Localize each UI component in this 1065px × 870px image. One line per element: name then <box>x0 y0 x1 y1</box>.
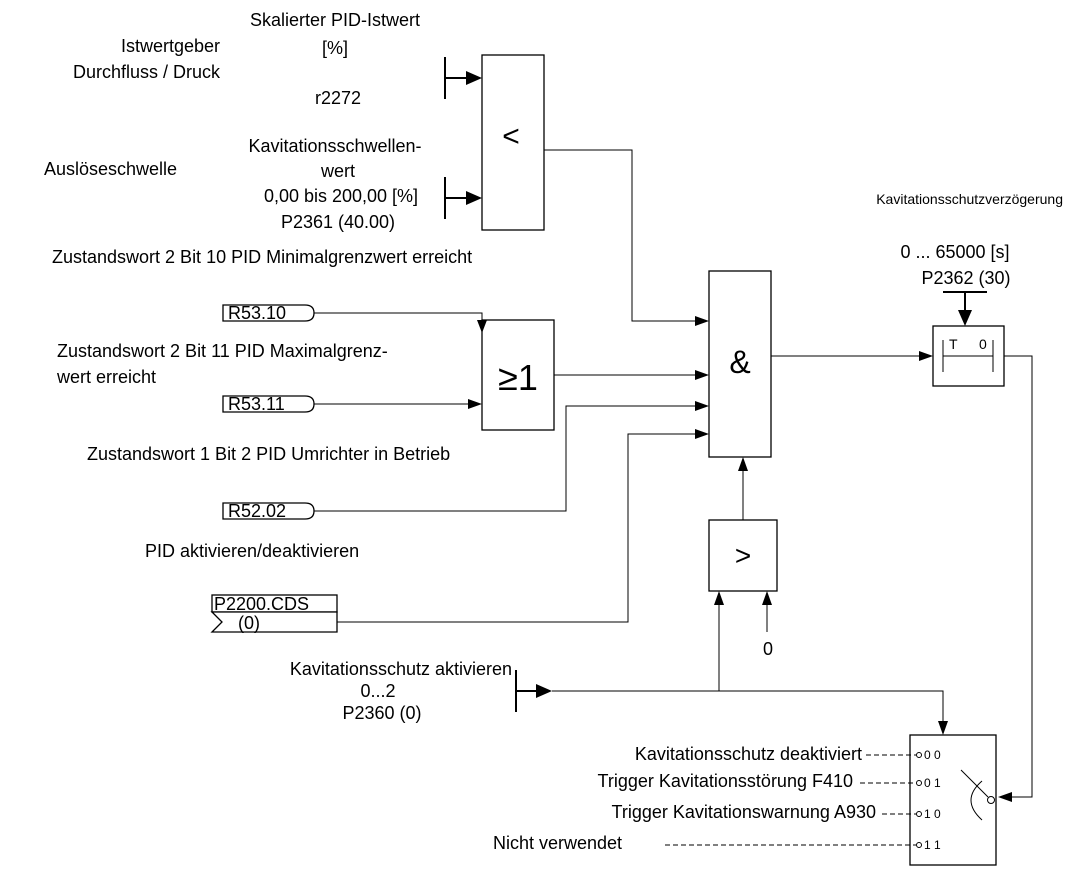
timer-zero-label: 0 <box>979 336 987 352</box>
wire-greater-and <box>738 457 748 520</box>
delay-param: P2362 (30) <box>921 268 1010 288</box>
bit10-label: Zustandswort 2 Bit 10 PID Minimalgrenzwe… <box>52 247 472 267</box>
signal-r5311-label: R53.11 <box>228 394 285 414</box>
switch-option-10: Trigger Kavitationswarnung A930 1 0 <box>612 802 942 822</box>
compare-greater-symbol: > <box>735 540 751 571</box>
istwert-param: r2272 <box>315 88 361 108</box>
pid-param-value: (0) <box>238 613 260 633</box>
schwelle-name-line1: Kavitationsschwellen- <box>248 136 421 156</box>
wire-zero-greater <box>762 591 772 632</box>
istwert-name-line1: Skalierter PID-Istwert <box>250 10 420 30</box>
schwelle-param: P2361 (40.00) <box>281 212 395 232</box>
compare-less-block <box>481 54 545 231</box>
switch-option-11-code: 1 1 <box>924 838 941 852</box>
switch-option-00-label: Kavitationsschutz deaktiviert <box>635 744 862 764</box>
wire-timer-switch <box>998 355 1033 802</box>
compare-greater-block <box>708 519 778 592</box>
pid-param-name: P2200.CDS <box>214 594 309 614</box>
zero-constant: 0 <box>763 639 773 659</box>
istwert-source-line2: Durchfluss / Druck <box>73 62 221 82</box>
wire-or-and <box>554 370 709 380</box>
switch-option-01-label: Trigger Kavitationsstörung F410 <box>598 771 853 791</box>
wire-r5311-or <box>314 399 482 409</box>
schwelle-range: 0,00 bis 200,00 [%] <box>264 186 418 206</box>
switch-option-00: Kavitationsschutz deaktiviert 0 0 <box>635 744 941 764</box>
signal-r5310-label: R53.10 <box>228 303 286 323</box>
pid-param-box: P2200.CDS (0) <box>210 594 338 633</box>
delay-param-connector <box>943 291 987 326</box>
bit11-label-line2: wert erreicht <box>56 367 156 387</box>
selector-switch-block <box>909 734 997 866</box>
switch-option-01-code: 0 1 <box>924 776 941 790</box>
signal-tag-r5310: R53.10 <box>222 303 315 323</box>
switch-option-01: Trigger Kavitationsstörung F410 0 1 <box>598 771 941 791</box>
delay-timer-symbol: T 0 <box>942 336 994 372</box>
switch-option-10-label: Trigger Kavitationswarnung A930 <box>612 802 877 822</box>
timer-t-label: T <box>949 336 958 352</box>
bit2-label: Zustandswort 1 Bit 2 PID Umrichter in Be… <box>87 444 450 464</box>
activation-range: 0...2 <box>360 681 395 701</box>
switch-option-11: Nicht verwendet 1 1 <box>493 833 941 853</box>
istwert-name-line2: [%] <box>322 38 348 58</box>
delay-range: 0 ... 65000 [s] <box>900 242 1009 262</box>
activation-param: P2360 (0) <box>342 703 421 723</box>
delay-title: Kavitationsschutzverzögerung <box>876 191 1063 207</box>
wire-r5310-or <box>314 312 487 333</box>
wire-pid-and <box>337 429 709 623</box>
schwelle-connector <box>444 177 482 219</box>
istwert-connector <box>444 57 482 99</box>
wire-r5202-and <box>314 401 709 512</box>
signal-tag-r5311: R53.11 <box>222 394 315 414</box>
istwert-source-line1: Istwertgeber <box>121 36 220 56</box>
switch-option-00-code: 0 0 <box>924 748 941 762</box>
signal-tag-r5202: R52.02 <box>222 501 315 521</box>
and-gate-symbol: & <box>729 344 750 380</box>
and-gate-block <box>708 270 772 458</box>
wire-and-timer <box>771 351 933 361</box>
activation-label: Kavitationsschutz aktivieren <box>290 659 512 679</box>
or-gate-symbol: ≥1 <box>498 357 538 398</box>
schwelle-name-line2: wert <box>320 161 355 181</box>
selector-switch-symbol <box>960 769 995 821</box>
wire-compare-and <box>544 149 709 326</box>
compare-less-symbol: < <box>502 120 520 153</box>
schwelle-label: Auslöseschwelle <box>44 159 177 179</box>
switch-option-10-code: 1 0 <box>924 807 941 821</box>
pid-label: PID aktivieren/deaktivieren <box>145 541 359 561</box>
bit11-label-line1: Zustandswort 2 Bit 11 PID Maximalgrenz- <box>57 341 388 361</box>
activation-connector <box>515 591 948 735</box>
or-gate-block <box>481 319 555 431</box>
signal-r5202-label: R52.02 <box>228 501 286 521</box>
switch-option-11-label: Nicht verwendet <box>493 833 622 853</box>
